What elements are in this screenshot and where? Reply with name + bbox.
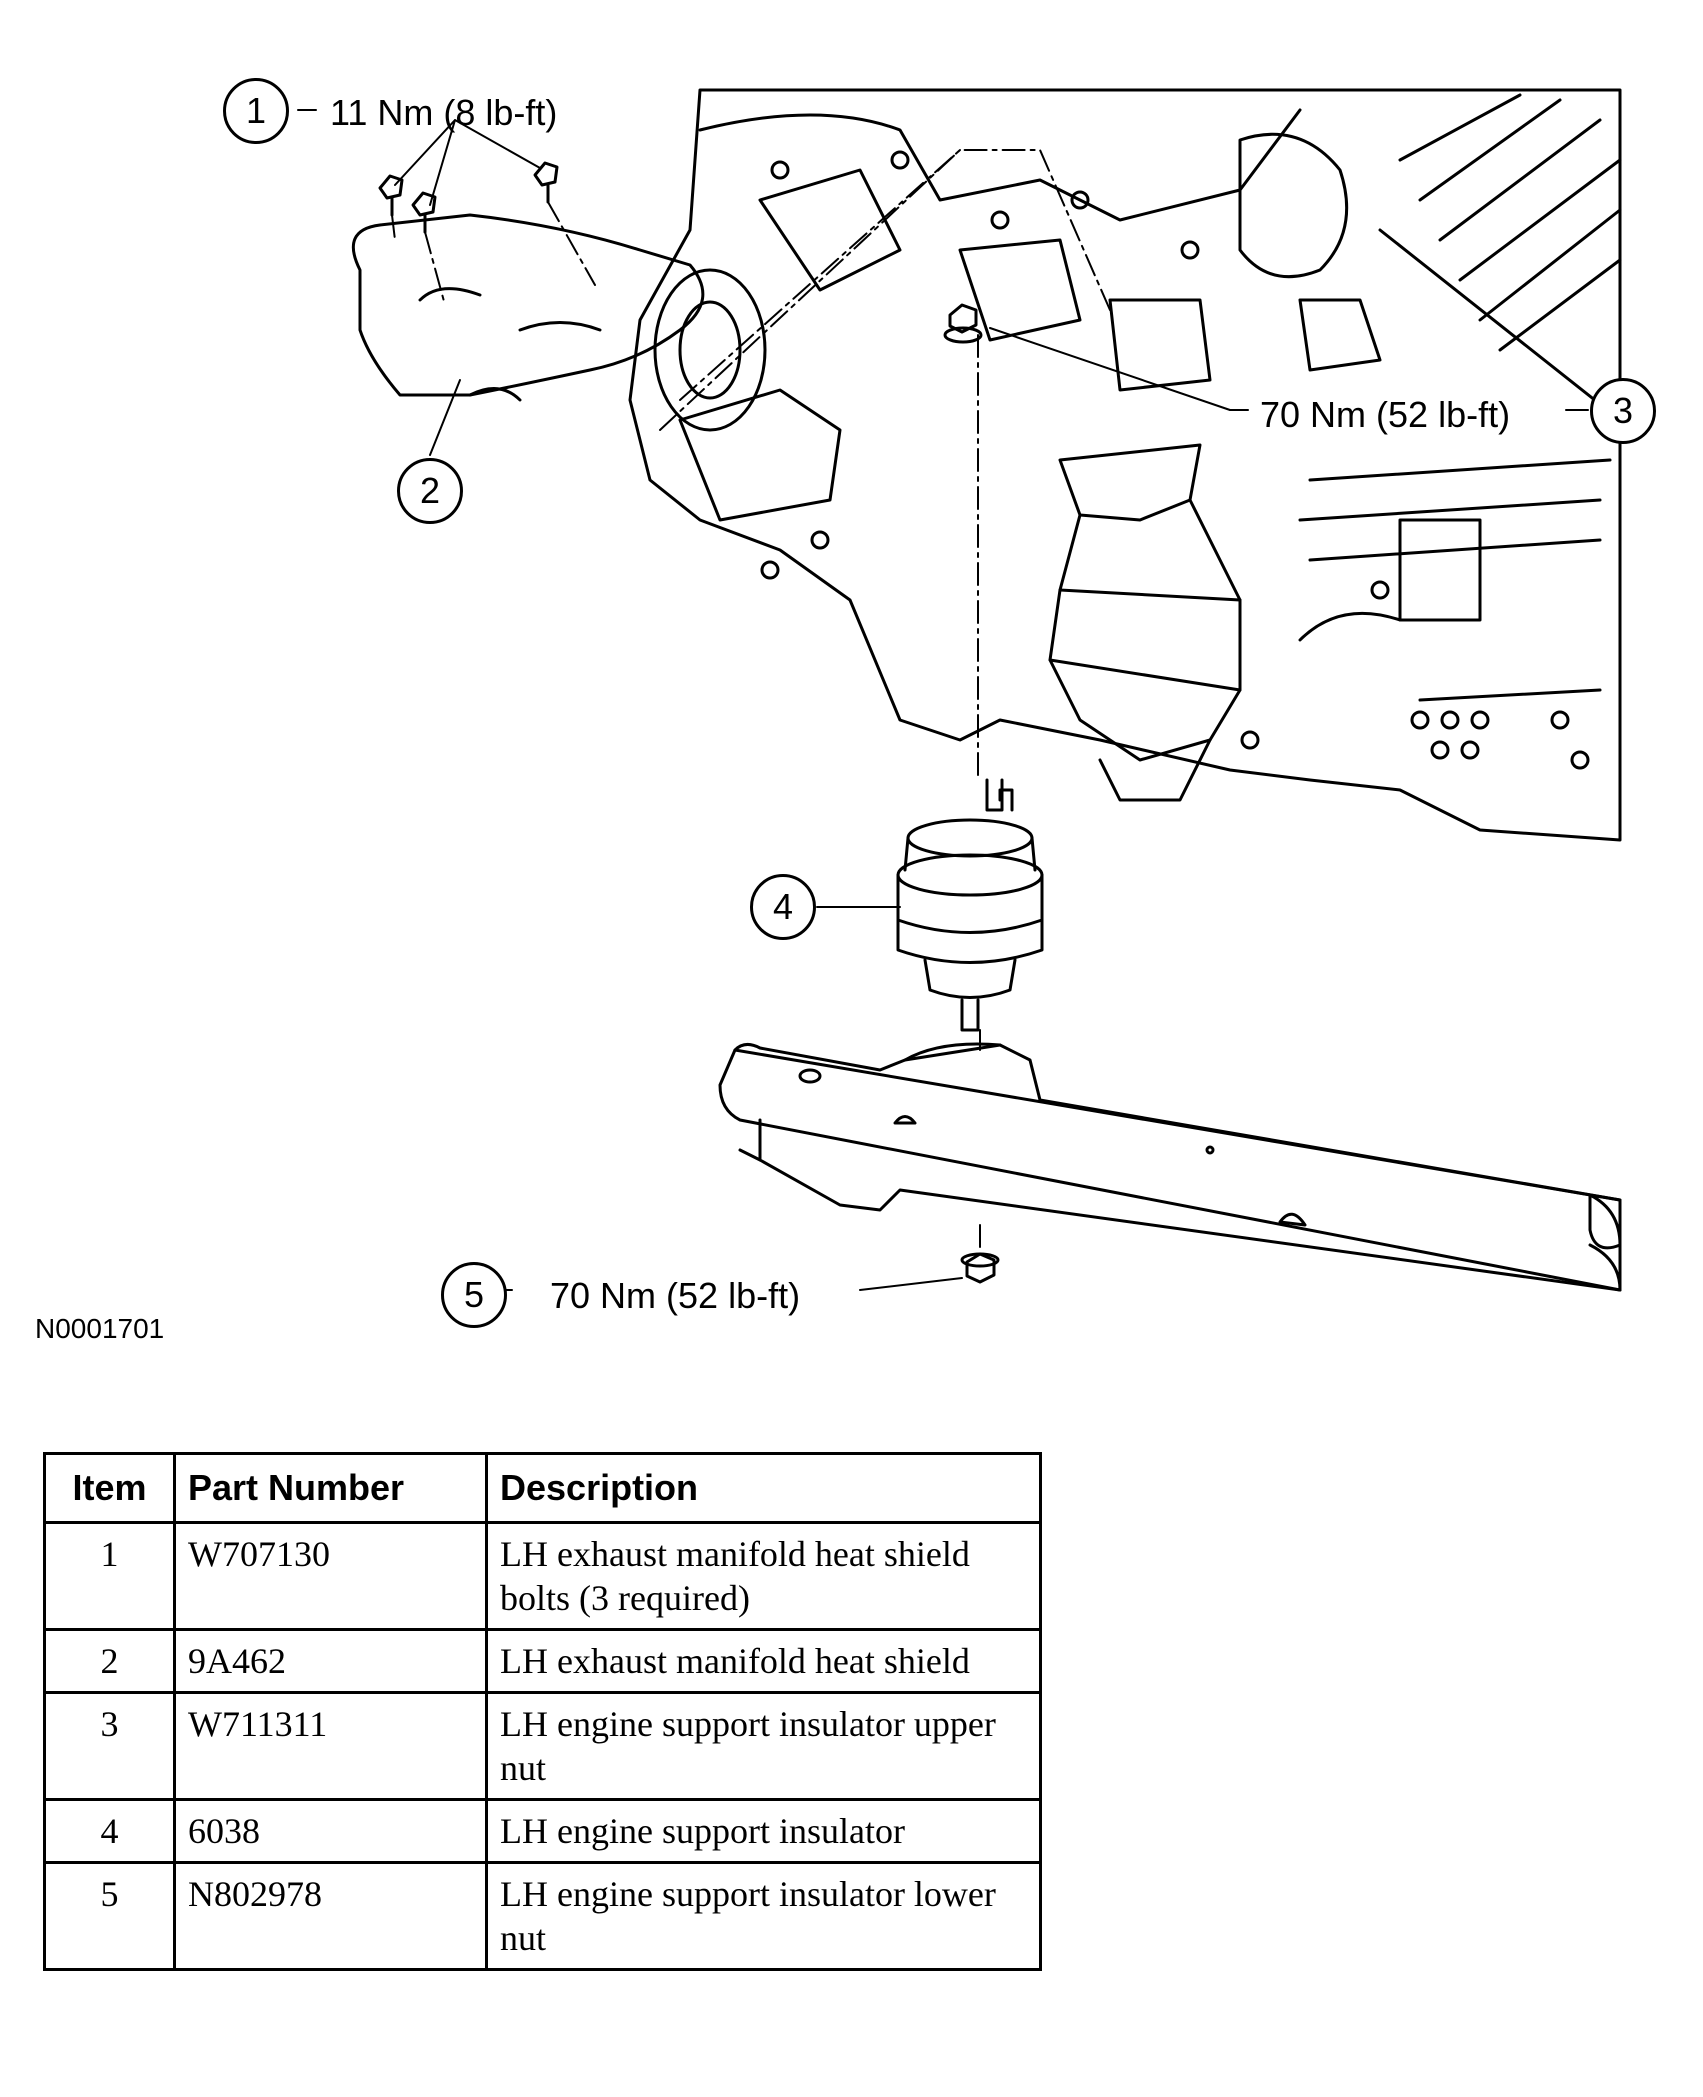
table-row: 4 6038 LH engine support insulator [43,1798,1042,1864]
callout-1: 1 [223,78,289,144]
callout-2: 2 [397,458,463,524]
header-item: Item [43,1452,176,1524]
callout-3-number: 3 [1612,390,1634,431]
heat-shield [351,213,705,402]
callout-2-number: 2 [419,470,441,511]
row-part-number: 6038 [173,1798,488,1864]
callout-1-torque: 11 Nm (8 lb-ft) [330,92,558,133]
table-row: 2 9A462 LH exhaust manifold heat shield [43,1628,1042,1694]
row-item: 4 [43,1798,176,1864]
header-description: Description [485,1452,1042,1524]
table-row: 3 W711311 LH engine support insulator up… [43,1691,1042,1801]
row-part-number: W707130 [173,1521,488,1631]
row-item: 3 [43,1691,176,1801]
table-row: 5 N802978 LH engine support insulator lo… [43,1861,1042,1971]
callout-5: 5 [441,1262,507,1328]
row-description: LH engine support insulator lower nut [485,1861,1042,1971]
row-description: LH engine support insulator [485,1798,1042,1864]
callout-3: 3 [1590,378,1656,444]
upper-nut [943,303,983,344]
engine-assembly [628,88,1622,842]
parts-table: Item Part Number Description 1 W707130 L… [43,1452,1042,1971]
catalytic-converter [1048,443,1242,802]
row-description: LH engine support insulator upper nut [485,1691,1042,1801]
row-item: 5 [43,1861,176,1971]
lower-nut [960,1252,1000,1284]
figure-id: N0001701 [35,1313,165,1344]
callout-3-torque: 70 Nm (52 lb-ft) [1260,394,1511,435]
row-part-number: W711311 [173,1691,488,1801]
row-part-number: N802978 [173,1861,488,1971]
callout-5-number: 5 [463,1274,485,1315]
header-part-number: Part Number [173,1452,488,1524]
callout-4: 4 [750,874,816,940]
heat-shield-bolts [378,161,559,234]
row-item: 1 [43,1521,176,1631]
table-header-row: Item Part Number Description [43,1452,1042,1524]
exploded-view-illustration [297,88,1622,1292]
row-item: 2 [43,1628,176,1694]
callout-4-number: 4 [772,886,794,927]
table-row: 1 W707130 LH exhaust manifold heat shiel… [43,1521,1042,1631]
row-description: LH exhaust manifold heat shield [485,1628,1042,1694]
row-description: LH exhaust manifold heat shield bolts (3… [485,1521,1042,1631]
row-part-number: 9A462 [173,1628,488,1694]
crossmember [718,1042,1622,1292]
engine-support-insulator [896,778,1044,1032]
callout-5-torque: 70 Nm (52 lb-ft) [550,1275,801,1316]
callout-1-number: 1 [245,90,267,131]
